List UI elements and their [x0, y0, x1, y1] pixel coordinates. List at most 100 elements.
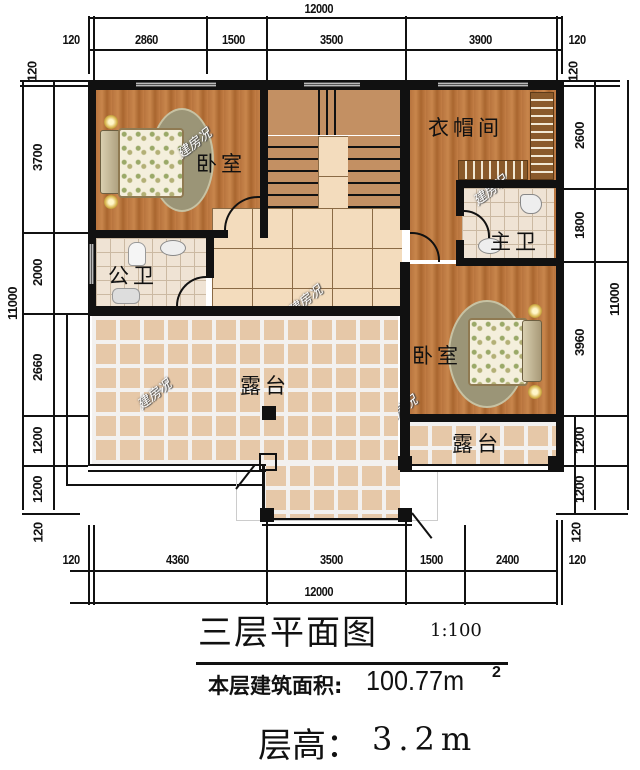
room-label-terrace-main: 露台	[240, 374, 290, 398]
dim-tick	[561, 520, 563, 605]
dim-line	[88, 49, 562, 51]
wall-bath-west	[456, 240, 464, 264]
dim-top-seg-3: 3900	[469, 32, 492, 47]
area-label: 本层建筑面积:	[208, 674, 343, 698]
dim-tick	[561, 16, 563, 74]
room-label-bedroom-nw: 卧室	[196, 152, 246, 176]
dim-top-seg-0: 2860	[135, 32, 158, 47]
dim-right-total: 11000	[606, 283, 622, 316]
terrace-main-floor	[92, 316, 398, 464]
parapet-west	[88, 316, 90, 466]
dim-tick	[562, 261, 628, 263]
column-icon	[260, 508, 274, 522]
area-value: 100.77m	[366, 665, 465, 696]
headboard-icon	[522, 320, 542, 382]
stair-flight-right	[348, 136, 400, 208]
dim-tick	[206, 16, 208, 74]
dim-tick	[405, 16, 407, 80]
dim-left-seg-2: 2660	[29, 354, 45, 381]
drawing-scale: 1:100	[430, 620, 482, 641]
parapet-line	[574, 415, 576, 515]
dim-bottom-left-offset: 120	[62, 552, 81, 567]
dim-tick	[556, 520, 558, 605]
lamp-icon	[528, 304, 542, 318]
room-label-closet: 衣帽间	[428, 116, 503, 140]
dim-tick	[22, 465, 88, 467]
dim-tick	[22, 513, 80, 515]
dim-top-left-offset: 120	[62, 32, 81, 47]
dim-top-seg-1: 1500	[222, 32, 245, 47]
dim-tick	[93, 525, 95, 605]
dim-tick	[562, 85, 620, 87]
column-icon	[398, 508, 412, 522]
stair-rail	[334, 90, 336, 135]
sink-icon	[478, 238, 502, 254]
window-icon	[136, 82, 216, 87]
stair-rail	[318, 90, 320, 135]
parapet-porch-west	[262, 464, 265, 522]
wall-hall-bedroom-e	[400, 262, 410, 472]
dim-tick	[562, 415, 628, 417]
dim-bottom-total: 12000	[304, 584, 334, 599]
dim-line	[53, 80, 55, 510]
parapet-line	[556, 513, 576, 515]
dim-tick	[266, 16, 268, 80]
wardrobe-icon	[530, 92, 554, 180]
dim-tick	[562, 188, 628, 190]
dim-left-seg-3: 1200	[29, 427, 45, 454]
dim-bottom-seg-2: 1500	[420, 552, 443, 567]
dim-line	[22, 80, 24, 510]
column-icon	[548, 456, 562, 470]
dim-line	[462, 602, 558, 604]
terrace-east-floor	[404, 422, 556, 466]
room-label-bedroom-e: 卧室	[412, 344, 462, 368]
dim-left-bottom-offset: 120	[30, 522, 46, 543]
dim-tick	[405, 520, 407, 605]
room-label-terrace-east: 露台	[452, 432, 502, 456]
dim-tick	[22, 232, 88, 234]
wall-bath-south	[456, 258, 556, 266]
dim-bottom-seg-1: 3500	[320, 552, 343, 567]
dim-tick	[22, 415, 88, 417]
wall-closet-bath	[456, 180, 556, 188]
dim-left-total: 11000	[4, 287, 20, 320]
terrace-porch-floor	[262, 462, 400, 520]
dim-tick	[22, 313, 88, 315]
wall-bedroom-stair	[260, 80, 268, 238]
wall-bedroom-bath	[88, 230, 228, 238]
wall-west	[88, 80, 96, 316]
dim-tick	[562, 465, 628, 467]
title-underline	[196, 662, 508, 665]
wall-stair-closet	[400, 80, 410, 230]
dim-line	[594, 80, 596, 510]
room-label-master-bath: 主卫	[490, 230, 540, 254]
drawing-title: 三层平面图	[198, 613, 378, 653]
floor-height-label: 层高：	[258, 726, 360, 766]
stair-rail	[326, 90, 328, 135]
wall-hall-terrace	[88, 306, 404, 316]
porch-outline	[236, 470, 438, 521]
column-outline-icon	[259, 453, 277, 471]
dim-tick	[266, 520, 268, 605]
parapet-east-terrace	[404, 464, 562, 472]
wall-bedroom-terrace	[404, 414, 562, 422]
dim-line	[627, 80, 629, 510]
lamp-icon	[104, 115, 118, 129]
wall-bath-west	[456, 180, 464, 216]
parapet-porch-south	[262, 518, 412, 526]
dim-top-total: 12000	[304, 1, 334, 16]
stair-well-floor	[318, 136, 348, 208]
window-icon	[438, 82, 528, 87]
lamp-icon	[104, 195, 118, 209]
column-icon	[262, 406, 276, 420]
dim-top-right-offset: 120	[568, 32, 587, 47]
dim-right-seg-1: 1800	[571, 212, 587, 239]
window-icon	[89, 244, 94, 284]
wardrobe-icon	[458, 160, 528, 180]
dim-left-top-offset: 120	[24, 61, 40, 82]
bed-icon	[118, 128, 184, 198]
floor-height-value: 3.2m	[372, 720, 478, 758]
lamp-icon	[528, 385, 542, 399]
dim-tick	[556, 513, 628, 515]
dim-tick	[562, 80, 620, 82]
